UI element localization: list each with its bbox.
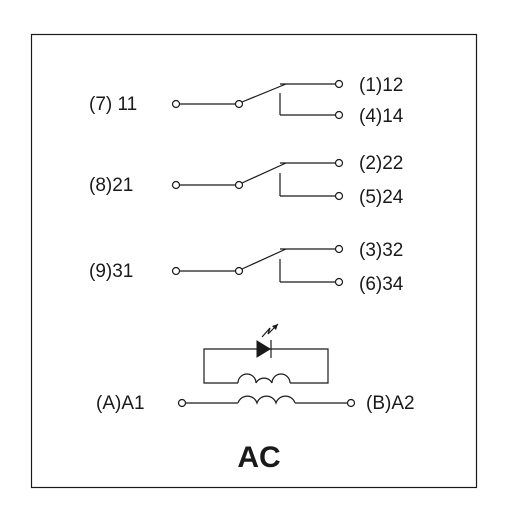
switch-pivot-icon (234, 180, 244, 190)
terminal-icon (171, 180, 181, 190)
terminal-icon (334, 110, 344, 120)
label-common-1: (7) 11 (89, 94, 137, 115)
supply-label: AC (237, 441, 280, 474)
contact-group-1: (7) 11 (1)12 (4)14 (89, 75, 404, 127)
terminal-icon (346, 398, 356, 408)
label-no-2: (5)24 (359, 187, 404, 208)
coil-icon (237, 373, 291, 384)
label-no-3: (6)34 (359, 274, 404, 295)
label-coil-b: (B)A2 (366, 393, 415, 414)
switch-pivot-icon (234, 99, 244, 109)
contact-group-2: (8)21 (2)22 (5)24 (89, 153, 404, 208)
terminal-icon (334, 79, 344, 89)
terminal-icon (334, 158, 344, 168)
label-coil-a: (A)A1 (96, 393, 145, 414)
label-nc-1: (1)12 (359, 75, 403, 96)
terminal-icon (171, 99, 181, 109)
label-common-2: (8)21 (89, 175, 133, 196)
label-nc-2: (2)22 (359, 153, 403, 174)
terminal-icon (334, 191, 344, 201)
diagram-frame (30, 33, 478, 489)
switch-contact-icon (241, 83, 287, 103)
terminal-icon (334, 244, 344, 254)
terminal-icon (171, 266, 181, 276)
terminal-icon (177, 398, 187, 408)
switch-contact-icon (241, 248, 287, 270)
label-common-3: (9)31 (89, 261, 133, 282)
switch-pivot-icon (234, 266, 244, 276)
coil-assembly: (A)A1 (B)A2 (96, 323, 415, 414)
led-icon (256, 323, 279, 358)
terminal-icon (334, 277, 344, 287)
label-nc-3: (3)32 (359, 240, 403, 261)
contact-group-3: (9)31 (3)32 (6)34 (89, 240, 404, 295)
coil-icon (237, 395, 296, 405)
label-no-1: (4)14 (359, 106, 404, 127)
switch-contact-icon (241, 162, 287, 184)
